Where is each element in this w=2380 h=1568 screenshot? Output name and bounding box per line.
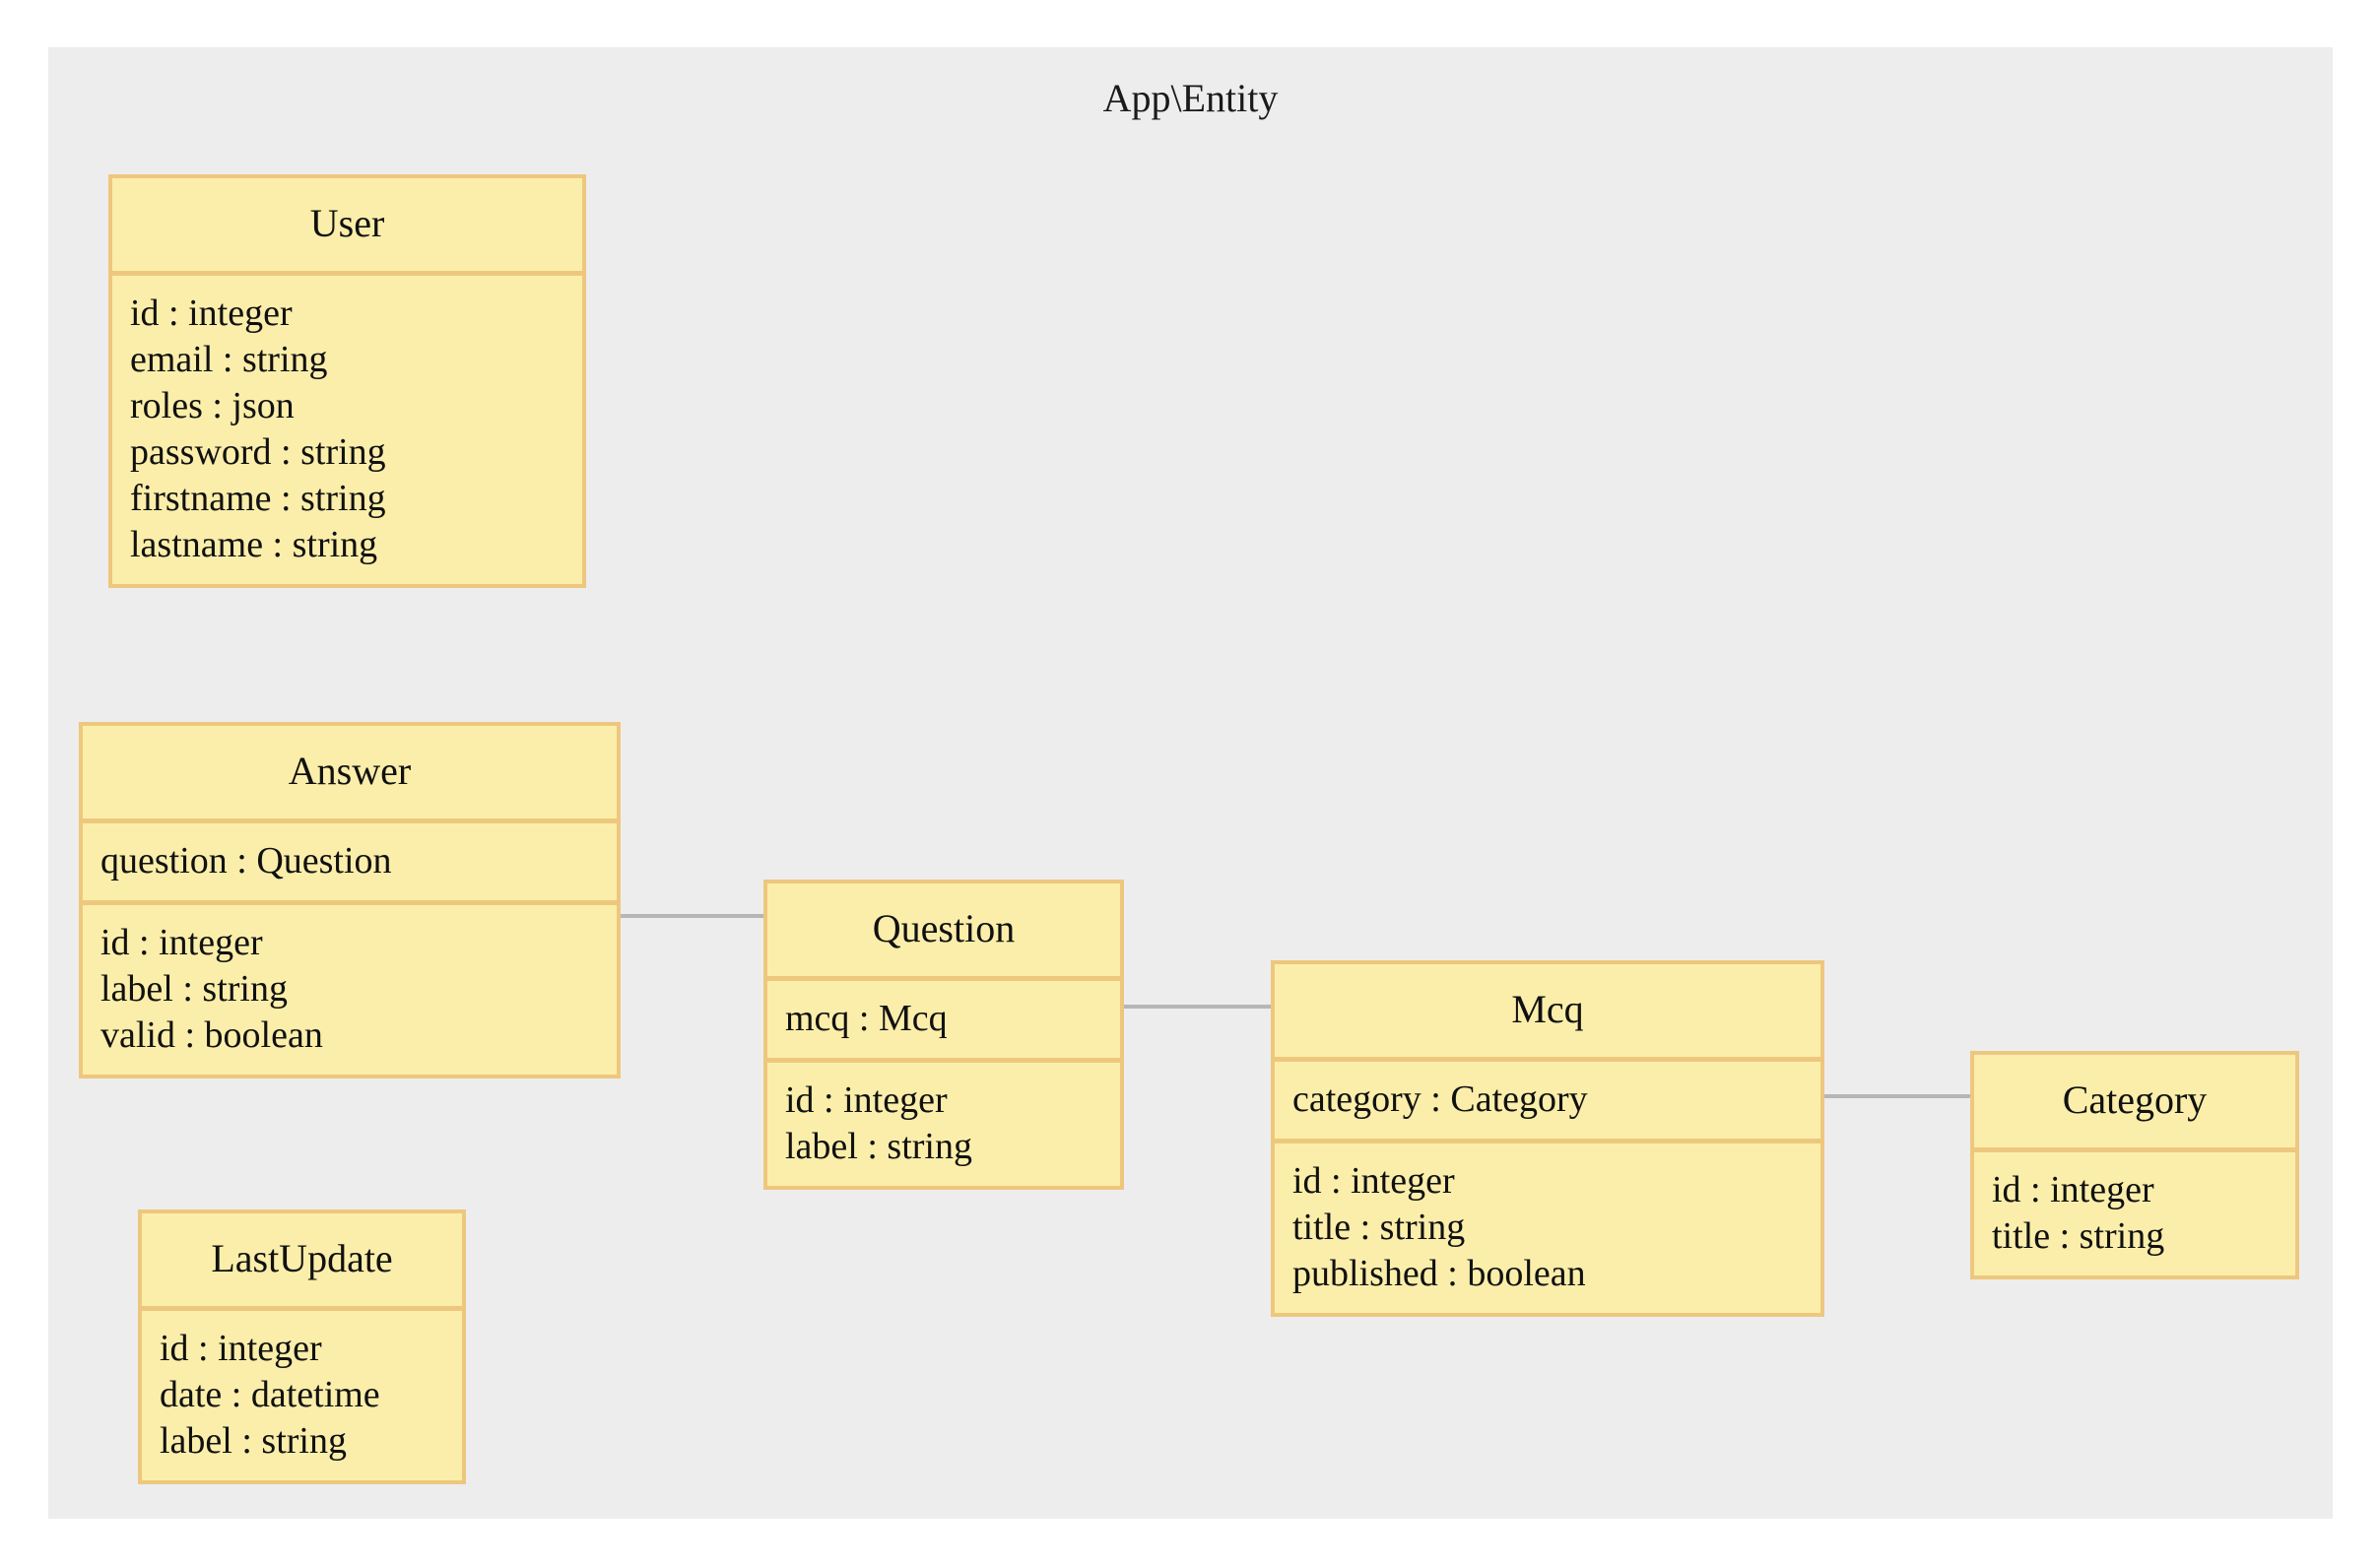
attribute-row: password : string [130,431,386,473]
attribute-row: roles : json [130,385,295,426]
attribute-compartment-lastupdate: id : integer date : datetime label : str… [142,1306,462,1480]
attribute-row: id : integer [1292,1160,1455,1202]
attribute-compartment-question: id : integer label : string [767,1058,1120,1186]
attribute-row: date : datetime [160,1374,380,1415]
class-name-category: Category [2062,1078,2208,1122]
association-compartment-question: mcq : Mcq [767,976,1120,1058]
attribute-row: label : string [160,1420,347,1462]
uml-package-panel: App\Entity User id : integer email : str… [48,47,2333,1519]
association-mcq-category [1824,1094,1970,1098]
attribute-row: id : integer [1992,1169,2154,1210]
attribute-compartment-user: id : integer email : string roles : json… [112,271,582,584]
class-box-lastupdate[interactable]: LastUpdate id : integer date : datetime … [138,1209,466,1484]
attribute-compartment-mcq: id : integer title : string published : … [1275,1139,1820,1313]
class-name-compartment: Answer [83,726,617,818]
association-question-mcq [1124,1005,1271,1009]
attribute-row: email : string [130,339,328,380]
attribute-row: published : boolean [1292,1253,1586,1294]
class-box-answer[interactable]: Answer question : Question id : integer … [79,722,621,1078]
association-compartment-mcq: category : Category [1275,1057,1820,1139]
class-box-mcq[interactable]: Mcq category : Category id : integer tit… [1271,960,1824,1317]
attribute-row: id : integer [130,293,293,334]
attribute-row: title : string [1292,1207,1466,1248]
attribute-row: firstname : string [130,478,386,519]
attribute-row: label : string [100,968,288,1010]
class-name-compartment: LastUpdate [142,1213,462,1306]
class-name-mcq: Mcq [1511,987,1584,1031]
association-row: question : Question [100,840,392,882]
class-name-user: User [309,201,385,245]
class-name-question: Question [872,906,1016,950]
attribute-row: id : integer [100,922,263,963]
class-name-compartment: Mcq [1275,964,1820,1057]
attribute-row: id : integer [785,1079,948,1121]
class-box-question[interactable]: Question mcq : Mcq id : integer label : … [763,880,1124,1190]
attribute-row: lastname : string [130,524,378,565]
association-compartment-answer: question : Question [83,818,617,900]
association-answer-question [621,914,763,918]
attribute-compartment-answer: id : integer label : string valid : bool… [83,900,617,1075]
class-name-compartment: User [112,178,582,271]
attribute-row: id : integer [160,1328,322,1369]
class-name-compartment: Category [1974,1055,2295,1147]
attribute-row: label : string [785,1126,972,1167]
class-name-answer: Answer [288,749,412,793]
attribute-row: title : string [1992,1215,2165,1257]
class-name-compartment: Question [767,883,1120,976]
attribute-compartment-category: id : integer title : string [1974,1147,2295,1275]
class-box-user[interactable]: User id : integer email : string roles :… [108,174,586,588]
attribute-row: valid : boolean [100,1014,323,1056]
class-box-category[interactable]: Category id : integer title : string [1970,1051,2299,1279]
association-row: mcq : Mcq [785,998,948,1039]
package-title: App\Entity [1102,76,1279,120]
class-name-lastupdate: LastUpdate [211,1236,393,1280]
association-row: category : Category [1292,1078,1588,1120]
